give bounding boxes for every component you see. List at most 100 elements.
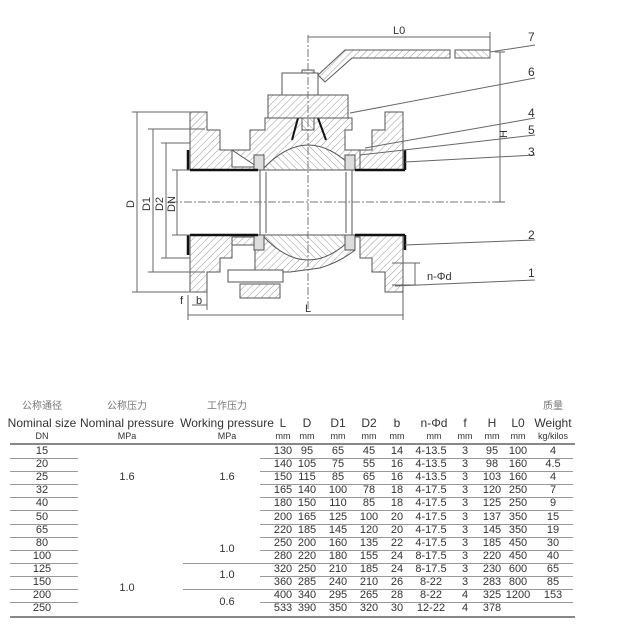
header-working_pressure: Working pressure <box>180 416 274 430</box>
seat-left-bottom <box>253 234 265 251</box>
cell-f: 3 <box>461 549 469 562</box>
handle-nut <box>281 72 319 96</box>
cell-L: 220 <box>273 523 293 536</box>
table-rule <box>10 575 78 577</box>
cell-b: 30 <box>390 602 404 615</box>
cell-L0: 250 <box>508 497 528 510</box>
header-weight: Weight <box>534 416 572 430</box>
cell-f: 3 <box>461 510 469 523</box>
body-bolt <box>227 269 284 283</box>
cell-H: 98 <box>485 458 499 471</box>
cell-D1: 110 <box>329 497 347 510</box>
cell-L: 280 <box>273 549 293 562</box>
table-rule <box>260 471 573 473</box>
cell-nphid: 12-22 <box>416 602 446 615</box>
cell-weight: 40 <box>546 549 560 562</box>
cell-D2: 320 <box>359 602 379 615</box>
table-rule <box>260 549 573 551</box>
callout-4: 4 <box>528 106 535 120</box>
cell-nphid: 8-17.5 <box>415 549 447 562</box>
cell-H: 137 <box>482 510 502 523</box>
cell-f: 3 <box>461 445 469 457</box>
cell-D: 95 <box>300 445 314 457</box>
cell-f: 3 <box>461 458 469 471</box>
cell-D2: 265 <box>359 589 379 602</box>
cell-weight: 15 <box>546 510 560 523</box>
header-L0: L0 <box>511 416 525 430</box>
cell-L: 150 <box>273 471 293 484</box>
cell-D1: 160 <box>328 536 348 549</box>
cell-dn: 25 <box>35 471 49 484</box>
table-rule <box>260 458 573 459</box>
header-L: L <box>279 416 287 430</box>
cell-L: 130 <box>273 445 293 457</box>
right-flange <box>354 111 404 171</box>
cell-D1: 65 <box>331 445 345 457</box>
handle-lever <box>317 49 451 83</box>
cell-D1: 75 <box>331 458 345 471</box>
cell-dn: 40 <box>35 497 49 510</box>
cell-dn: 80 <box>35 536 49 549</box>
cell-nphid: 8-17.5 <box>415 562 447 575</box>
cell-dn: 125 <box>32 562 52 575</box>
table-rule <box>260 536 573 538</box>
cell-D: 220 <box>297 549 317 562</box>
callout-6: 6 <box>528 65 535 79</box>
dim-label-f: f <box>180 295 184 307</box>
cell-D: 390 <box>297 602 317 615</box>
header-L0-unit: mm <box>510 431 526 441</box>
cell-H: 220 <box>482 549 502 562</box>
table-rule <box>10 616 575 619</box>
cell-nphid: 8-22 <box>419 589 443 602</box>
cell-L0: 250 <box>508 484 528 497</box>
cell-D2: 78 <box>362 484 376 497</box>
table-rule <box>260 523 573 525</box>
callout-7: 7 <box>528 30 535 44</box>
cell-H: 145 <box>482 523 502 536</box>
cell-dn: 100 <box>32 549 52 562</box>
seat-right-top <box>344 154 356 171</box>
header-H-unit: mm <box>484 431 500 441</box>
table-rule <box>10 562 78 564</box>
cell-b: 24 <box>390 549 404 562</box>
cell-D1: 210 <box>328 562 348 575</box>
cell-L0: 350 <box>508 523 528 536</box>
cell-f: 3 <box>461 576 469 588</box>
cell-b: 18 <box>390 484 404 497</box>
cell-L0: 450 <box>508 536 528 549</box>
working-pressure-value: 1.0 <box>219 569 235 582</box>
cell-D: 165 <box>297 510 317 523</box>
cell-nphid: 4-17.5 <box>415 536 447 549</box>
cell-D1: 85 <box>331 471 345 484</box>
cell-nphid: 4-13.5 <box>415 471 447 484</box>
cell-L0: 100 <box>508 445 528 457</box>
cell-D2: 85 <box>362 497 376 510</box>
cell-D: 150 <box>297 497 317 510</box>
table-rule <box>260 562 573 564</box>
table-rule <box>260 589 573 590</box>
cell-nphid: 4-17.5 <box>415 497 447 510</box>
cell-f: 3 <box>461 562 469 575</box>
cell-dn: 150 <box>32 576 52 588</box>
cell-f: 3 <box>461 536 469 549</box>
cell-L: 180 <box>273 497 293 510</box>
cell-nphid: 4-17.5 <box>415 523 447 536</box>
cell-L0: 1200 <box>505 589 531 602</box>
cell-D1: 180 <box>328 549 348 562</box>
working-pressure-value: 1.6 <box>219 471 235 484</box>
cell-D1: 350 <box>328 602 348 615</box>
dim-label-n-phi-d: n-Φd <box>427 271 452 283</box>
cell-nphid: 4-17.5 <box>415 484 447 497</box>
header-b-unit: mm <box>389 431 405 441</box>
cell-L0: 450 <box>508 549 528 562</box>
cell-b: 22 <box>390 536 404 549</box>
header-D1-unit: mm <box>330 431 346 441</box>
cell-weight: 4.5 <box>545 458 561 471</box>
cell-D2: 135 <box>359 536 379 549</box>
cell-dn: 50 <box>35 510 49 523</box>
dim-label-b: b <box>196 295 202 307</box>
cell-L0: 800 <box>508 576 528 588</box>
working-pressure-value: 1.0 <box>219 543 235 556</box>
cell-D2: 185 <box>359 562 379 575</box>
header-D1: D1 <box>330 416 346 430</box>
